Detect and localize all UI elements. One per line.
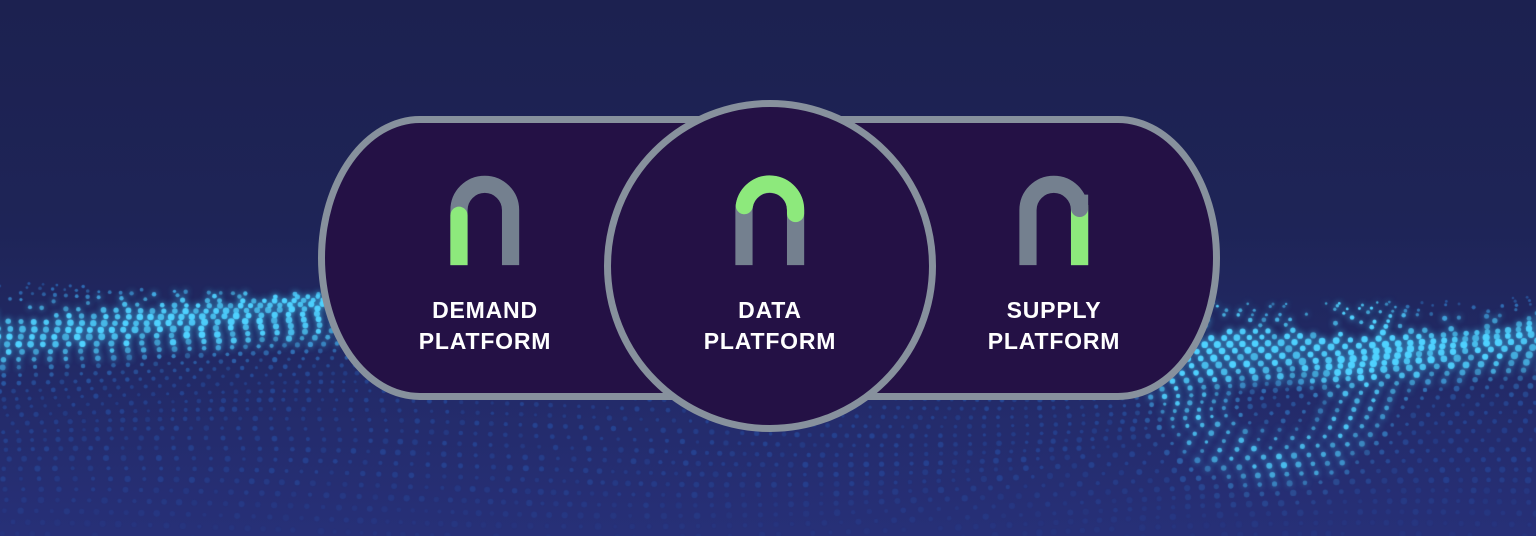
platform-label-line: PLATFORM	[418, 328, 552, 354]
platform-label-line: PLATFORM	[987, 328, 1121, 354]
platform-label: DATA PLATFORM	[704, 295, 836, 357]
nexxen-n-left-leg-green-icon	[450, 175, 520, 266]
platform-label: DEMAND PLATFORM	[419, 295, 551, 357]
platform-label-line: SUPPLY	[1006, 297, 1102, 323]
supply-platform-content: SUPPLY PLATFORM	[988, 168, 1120, 357]
data-platform-content: DATA PLATFORM	[704, 168, 836, 357]
data-platform-circle	[604, 100, 936, 432]
platform-label-line: DATA	[738, 297, 802, 323]
platform-label-line: DEMAND	[432, 297, 538, 323]
nexxen-n-arch-green-icon	[735, 175, 805, 266]
platform-label-line: PLATFORM	[703, 328, 837, 354]
demand-platform-content: DEMAND PLATFORM	[419, 168, 551, 357]
platform-label: SUPPLY PLATFORM	[988, 295, 1120, 357]
nexxen-n-right-leg-green-icon	[1019, 175, 1089, 266]
